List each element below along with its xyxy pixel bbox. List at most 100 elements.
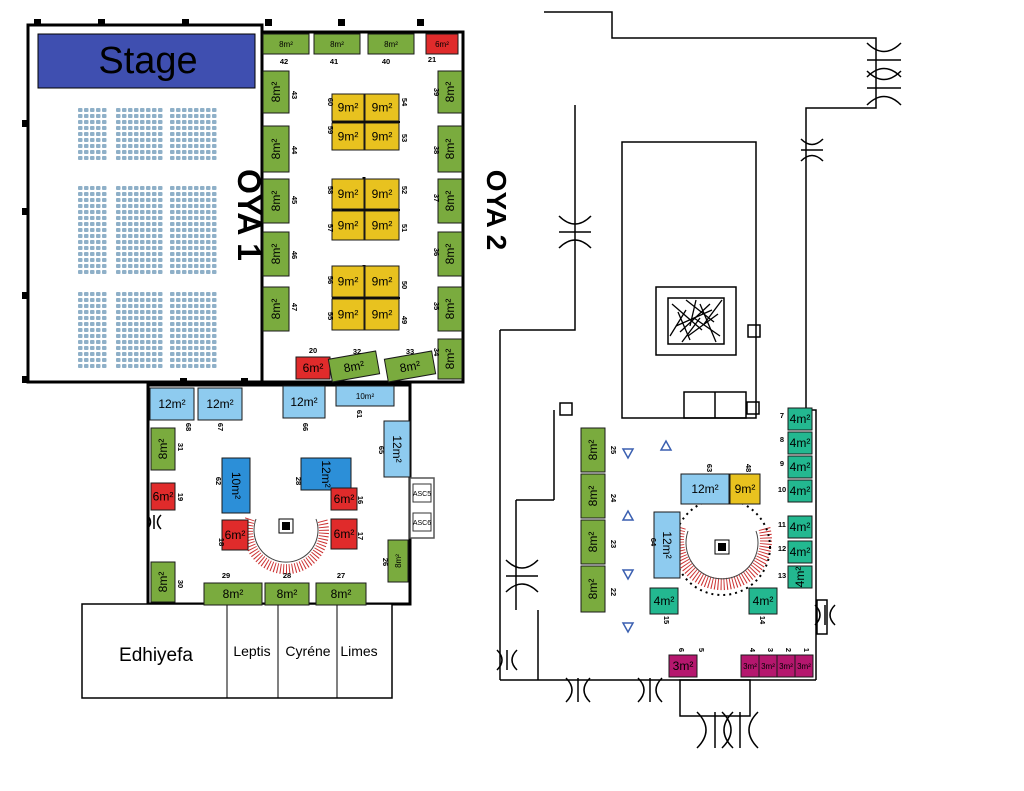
booth-area[interactable] [150,482,176,511]
booth-area[interactable] [364,178,400,210]
booth-5[interactable]: 5 [697,648,706,652]
booth-area[interactable] [364,93,400,122]
booth-area[interactable] [330,518,358,550]
booth-area[interactable] [787,407,813,431]
booth-area[interactable] [331,178,365,210]
booth-area[interactable] [262,231,290,277]
booth-area[interactable] [729,473,761,505]
booth-area[interactable] [282,385,326,419]
booth-area[interactable] [300,457,352,491]
booth-area[interactable] [580,519,606,565]
booth-area[interactable] [580,565,606,613]
booth-area[interactable] [364,122,400,151]
booth-area[interactable] [221,457,251,514]
booth-area[interactable] [437,286,463,332]
booth-area[interactable] [149,387,195,421]
booth-area[interactable] [787,565,813,589]
booth-area[interactable] [330,487,358,511]
booth-area[interactable] [580,427,606,473]
booth-area[interactable] [221,519,249,551]
booth-area[interactable] [367,33,415,55]
booth-area[interactable] [437,338,463,380]
booth-area[interactable] [264,582,310,606]
booth-area[interactable] [335,385,395,407]
booth-area[interactable] [262,178,290,224]
booth-area[interactable] [787,479,813,503]
booth-area[interactable] [313,33,361,55]
booth-area[interactable] [649,587,679,615]
booth-area[interactable] [680,473,730,505]
booth-area[interactable] [262,125,290,173]
booth-area[interactable] [787,431,813,455]
booth-area[interactable] [150,427,176,471]
booth-area[interactable] [315,582,367,606]
booth-area[interactable] [197,387,243,421]
booth-area[interactable] [653,511,681,579]
booth-area[interactable] [437,125,463,173]
booth-area[interactable] [262,33,310,55]
booth-area[interactable] [787,455,813,479]
booth-area[interactable] [331,298,365,331]
booth-area[interactable] [383,420,411,478]
booth-area[interactable] [580,473,606,519]
booth-area[interactable] [437,70,463,114]
booth-area[interactable] [668,654,698,678]
booth-area[interactable] [364,298,400,331]
booth-area[interactable] [787,515,813,539]
booth-area[interactable] [383,350,437,383]
booth-area[interactable] [203,582,263,606]
booth-area[interactable] [331,265,365,298]
booth-area[interactable] [794,654,814,678]
